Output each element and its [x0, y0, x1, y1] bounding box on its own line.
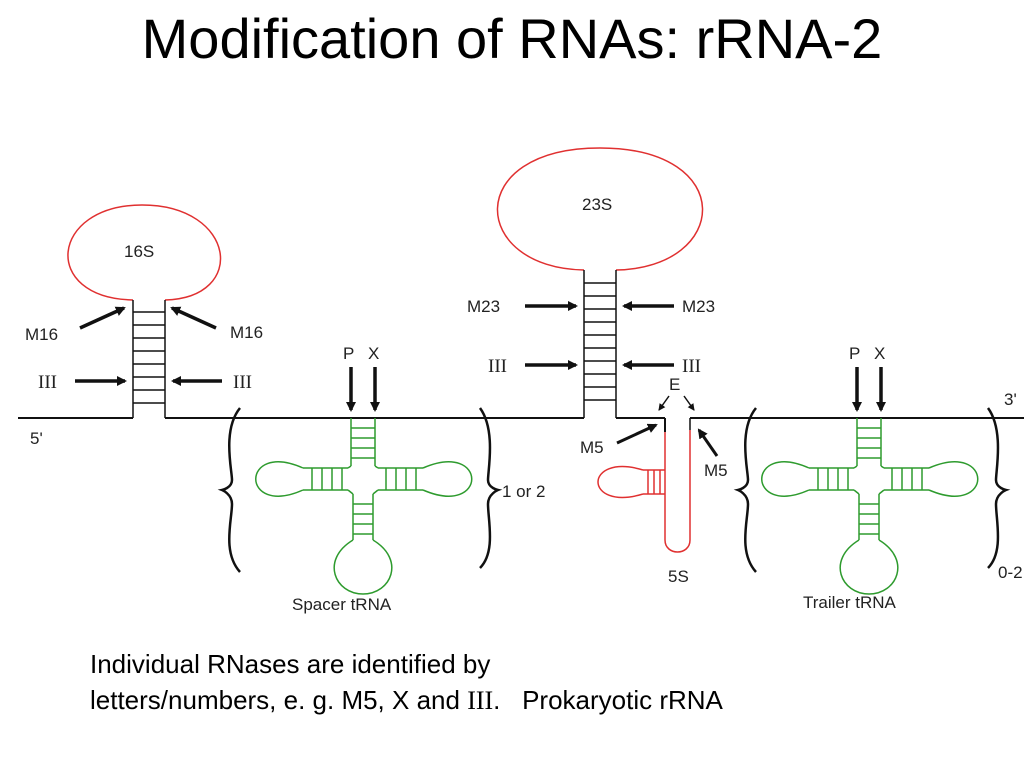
caption-line-2-prefix: letters/numbers, e. g. M5, X and — [90, 685, 468, 715]
label-5s: 5S — [668, 567, 689, 586]
label-iii-16-right: III — [233, 372, 252, 393]
caption-line-2: letters/numbers, e. g. M5, X and III. Pr… — [90, 682, 990, 719]
label-23s: 23S — [582, 195, 612, 214]
label-m23-left: M23 — [467, 297, 500, 316]
label-iii-16-left: III — [38, 372, 57, 393]
label-e-site: E — [669, 375, 680, 394]
label-iii-23-right: III — [682, 356, 701, 377]
rrna-5s — [597, 418, 691, 553]
arrows-m5 — [616, 423, 719, 457]
arrows-px-trailer — [852, 367, 886, 412]
rrna-23s — [496, 147, 704, 418]
caption-line-2-roman: III — [467, 686, 494, 715]
label-m5-right: M5 — [704, 461, 728, 480]
caption-line-2-suffix: . Prokaryotic rRNA — [493, 685, 723, 715]
arrows-e-site — [658, 395, 695, 411]
caption: Individual RNases are identified by lett… — [90, 646, 990, 719]
label-three-prime: 3' — [1004, 390, 1017, 409]
label-trailer-trna: Trailer tRNA — [803, 593, 897, 612]
caption-line-1: Individual RNases are identified by — [90, 649, 491, 679]
slide-title: Modification of RNAs: rRNA-2 — [141, 7, 883, 70]
arrows-23s — [525, 301, 674, 370]
bracket-spacer — [217, 407, 503, 573]
label-16s: 16S — [124, 242, 154, 261]
label-iii-23-left: III — [488, 356, 507, 377]
label-m5-left: M5 — [580, 438, 604, 457]
label-repeat-trailer: 0-2 — [998, 563, 1023, 582]
label-x-1: X — [368, 344, 379, 363]
spacer-trna — [255, 418, 473, 595]
label-m16-left: M16 — [25, 325, 58, 344]
rrna-16s — [67, 204, 222, 418]
arrows-16s — [75, 306, 222, 386]
label-five-prime: 5' — [30, 429, 43, 448]
bracket-trailer — [733, 407, 1011, 573]
label-m23-right: M23 — [682, 297, 715, 316]
label-p-1: P — [343, 344, 354, 363]
label-spacer-trna: Spacer tRNA — [292, 595, 392, 614]
trailer-trna — [761, 418, 979, 595]
label-m16-right: M16 — [230, 323, 263, 342]
label-p-2: P — [849, 344, 860, 363]
label-repeat-spacer: 1 or 2 — [502, 482, 545, 501]
arrows-px-spacer — [346, 367, 380, 412]
label-x-2: X — [874, 344, 885, 363]
transcript-backbone — [18, 417, 1024, 432]
